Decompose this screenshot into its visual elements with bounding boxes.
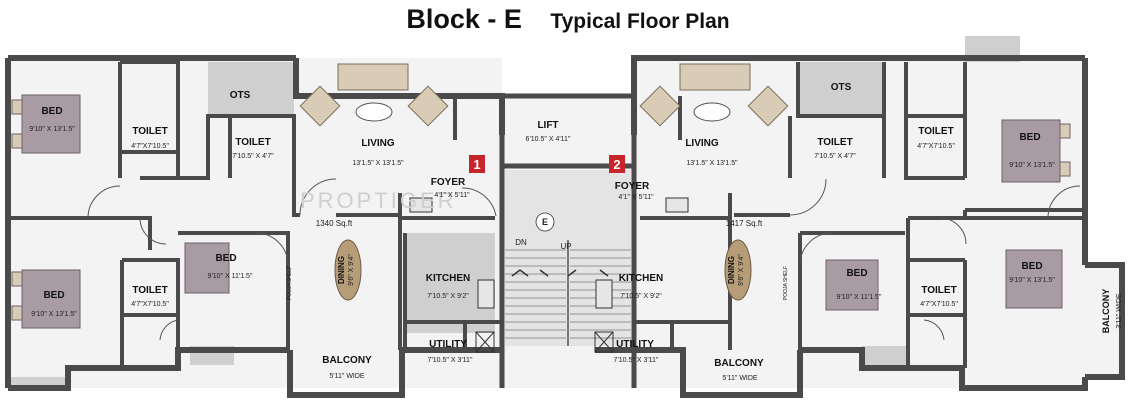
bed-label: BED [1021,261,1042,272]
toilet-dim: 4'7"X7'10.5" [920,301,958,308]
bed-dim: 9'10" X 13'1.5" [29,126,75,133]
toilet-label: TOILET [235,137,270,148]
foyer-label: FOYER [431,177,466,188]
stair-mark: E [542,217,548,227]
toilet-label: TOILET [132,126,167,137]
living-dim: 13'1.5" X 13'1.5" [352,160,404,167]
core-labels: LIFT 6'10.5" X 4'11" E DN UP [515,120,571,251]
bed-dim: 9'10" X 13'1.5" [1009,162,1055,169]
plan-title: Block - E Typical Floor Plan [0,4,1136,35]
plan-subtitle: Typical Floor Plan [550,10,730,33]
utility-label: UTILITY [429,339,467,350]
bed-label: BED [215,253,236,264]
bed-label: BED [43,290,64,301]
dining-label: DINING [337,256,346,284]
kitchen-label: KITCHEN [426,273,470,284]
toilet-label: TOILET [132,285,167,296]
dining-dim: 9'6" X 9'4" [348,254,355,286]
unit-2-number: 2 [613,157,620,172]
partitions [8,60,1085,368]
unit-1-tag [469,155,485,173]
stair-up: UP [560,242,571,251]
kitchen-label: KITCHEN [619,273,663,284]
utility-dim: 7'10.5" X 3'11" [428,357,473,364]
ots-label: OTS [230,90,251,101]
toilet-label: TOILET [918,126,953,137]
living-label: LIVING [685,138,719,149]
bed-label: BED [1019,132,1040,143]
ots-label: OTS [831,82,852,93]
pooja-shelf-label: POOJA SHELF [783,266,789,300]
bed-dim: 9'10" X 13'1.5" [1009,277,1055,284]
balcony-label: BALCONY [714,358,764,369]
balcony-label: BALCONY [322,355,372,366]
foyer-label: FOYER [615,181,650,192]
area-label: 1417 Sq.ft [726,219,763,228]
toilet-dim: 7'10.5" X 4'7" [814,153,856,160]
toilet-dim: 4'7"X7'10.5" [917,143,955,150]
dining-tables [334,239,752,301]
toilet-label: TOILET [817,137,852,148]
toilet-dim: 4'7"X7'10.5" [131,143,169,150]
toilet-label: TOILET [921,285,956,296]
dining-label: DINING [727,256,736,284]
unit-2-labels: OTS TOILET 4'7"X7'10.5" TOILET 7'10.5" X… [614,82,1123,382]
kitchen-dim: 7'10.5" X 9'2" [427,293,469,300]
utility-label: UTILITY [616,339,654,350]
side-balcony-label: BALCONY [1101,289,1111,334]
lift-label: LIFT [537,120,558,131]
side-balcony-dim: 3'11" WIDE [1116,293,1123,329]
living-label: LIVING [361,138,395,149]
living-dim: 13'1.5" X 13'1.5" [686,160,738,167]
stair-dn: DN [515,238,527,247]
area-label: 1340 Sq.ft [316,219,353,228]
toilet-dim: 7'10.5" X 4'7" [232,153,274,160]
unit-2-tag [609,155,625,173]
pooja-shelf-label: POOJA SHELF [287,266,293,300]
block-title: Block - E [406,4,522,34]
bed-dim: 9'10" X 11'1.5" [208,273,253,280]
foyer-dim: 4'1" X 5'11" [434,192,470,199]
staircase [505,170,631,346]
living-furniture [299,63,789,127]
unit-1-labels: BED 9'10" X 13'1.5" TOILET 4'7"X7'10.5" … [29,90,473,380]
unit-1-number: 1 [473,157,480,172]
utility-dim: 7'10.5" X 3'11" [614,357,659,364]
foyer-dim: 4'1" X 5'11" [618,194,654,201]
balcony-dim: 5'11" WIDE [329,373,365,380]
kitchen-dim: 7'10.5" X 9'2" [620,293,662,300]
unit-tags: 1 2 [469,155,625,173]
watermark: PROPTIGER [300,188,457,213]
bed-furniture [11,94,1071,329]
bed-label: BED [41,106,62,117]
toilet-dim: 4'7"X7'10.5" [131,301,169,308]
bed-label: BED [846,268,867,279]
utility-fixtures [409,197,689,353]
bed-dim: 9'10" X 11'1.5" [837,294,882,301]
walls [5,55,1125,398]
balcony-dim: 5'11" WIDE [722,375,758,382]
dining-dim: 9'6" X 9'4" [738,254,745,286]
lift-dim: 6'10.5" X 4'11" [526,136,571,143]
bed-dim: 9'10" X 13'1.5" [31,311,77,318]
